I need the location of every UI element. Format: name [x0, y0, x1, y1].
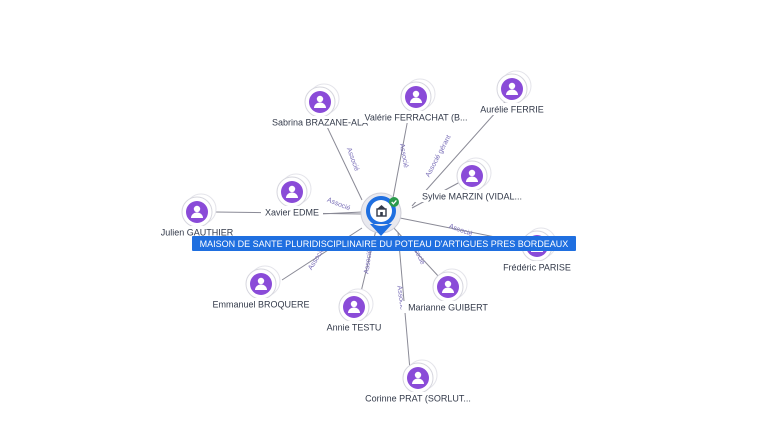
center-company-node[interactable]: MAISON DE SANTE PLURIDISCIPLINAIRE DU PO…	[192, 192, 576, 251]
person-label-bg	[155, 226, 239, 238]
person-icon	[466, 169, 478, 182]
person-label-bg	[497, 261, 577, 273]
person-name-label: Aurélie FERRIE	[480, 105, 544, 115]
check-icon	[391, 199, 397, 205]
person-label-bg	[415, 190, 529, 202]
edge-label: Associé	[448, 223, 474, 238]
person-icon	[348, 300, 360, 313]
relation-edge	[411, 101, 506, 207]
person-node[interactable]: Sabrina BRAZANE-ALA	[261, 83, 379, 128]
person-label-bg	[322, 321, 386, 333]
person-icon	[191, 205, 203, 218]
person-label-bg	[261, 206, 323, 218]
person-name-label: Frédéric PARISE	[503, 263, 571, 273]
person-icon	[506, 82, 518, 95]
person-name-label: Sabrina BRAZANE-ALA	[272, 118, 368, 128]
person-name-label: Valérie FERRACHAT (B...	[364, 113, 467, 123]
person-name-label: Emmanuel BROQUERE	[212, 300, 309, 310]
person-label-bg	[359, 392, 477, 404]
person-label-bg	[261, 116, 379, 128]
person-label-bg	[402, 301, 494, 313]
person-node[interactable]: Annie TESTU	[322, 288, 386, 333]
person-icon	[412, 371, 424, 384]
person-node[interactable]: Valérie FERRACHAT (B...	[361, 78, 471, 123]
verified-check-icon	[389, 197, 399, 207]
person-icon	[442, 280, 454, 293]
center-pin-inner	[370, 200, 392, 222]
person-node[interactable]: Xavier EDME	[261, 173, 323, 218]
person-node[interactable]: Emmanuel BROQUERE	[208, 265, 314, 310]
edge-label: Associé	[395, 285, 405, 310]
person-label-bg	[361, 111, 471, 123]
person-label-bg	[475, 103, 549, 115]
person-icon	[410, 90, 422, 103]
person-node[interactable]: Corinne PRAT (SORLUT...	[359, 359, 477, 404]
person-label-bg	[208, 298, 314, 310]
person-name-label: Corinne PRAT (SORLUT...	[365, 394, 471, 404]
person-icon	[255, 277, 267, 290]
center-label: MAISON DE SANTE PLURIDISCIPLINAIRE DU PO…	[200, 239, 569, 249]
person-node[interactable]: Aurélie FERRIE	[475, 70, 549, 115]
person-name-label: Xavier EDME	[265, 208, 319, 218]
person-name-label: Julien GAUTHIER	[161, 228, 234, 238]
person-name-label: Sylvie MARZIN (VIDAL...	[422, 192, 522, 202]
person-node[interactable]: Marianne GUIBERT	[402, 268, 494, 313]
person-name-label: Annie TESTU	[327, 323, 382, 333]
person-node[interactable]: Julien GAUTHIER	[155, 193, 239, 238]
person-icon	[314, 95, 326, 108]
edge-label: Associé	[363, 249, 373, 274]
edge-label: Associé	[398, 143, 409, 168]
edge-label: Associé	[326, 197, 351, 213]
relation-edge	[391, 225, 441, 279]
person-icon	[286, 185, 298, 198]
person-name-label: Marianne GUIBERT	[408, 303, 488, 313]
center-label-bg	[192, 236, 576, 251]
edge-label: Associé gérant	[425, 134, 453, 178]
company-building-icon	[376, 205, 387, 217]
person-node[interactable]: Sylvie MARZIN (VIDAL...	[415, 157, 529, 202]
